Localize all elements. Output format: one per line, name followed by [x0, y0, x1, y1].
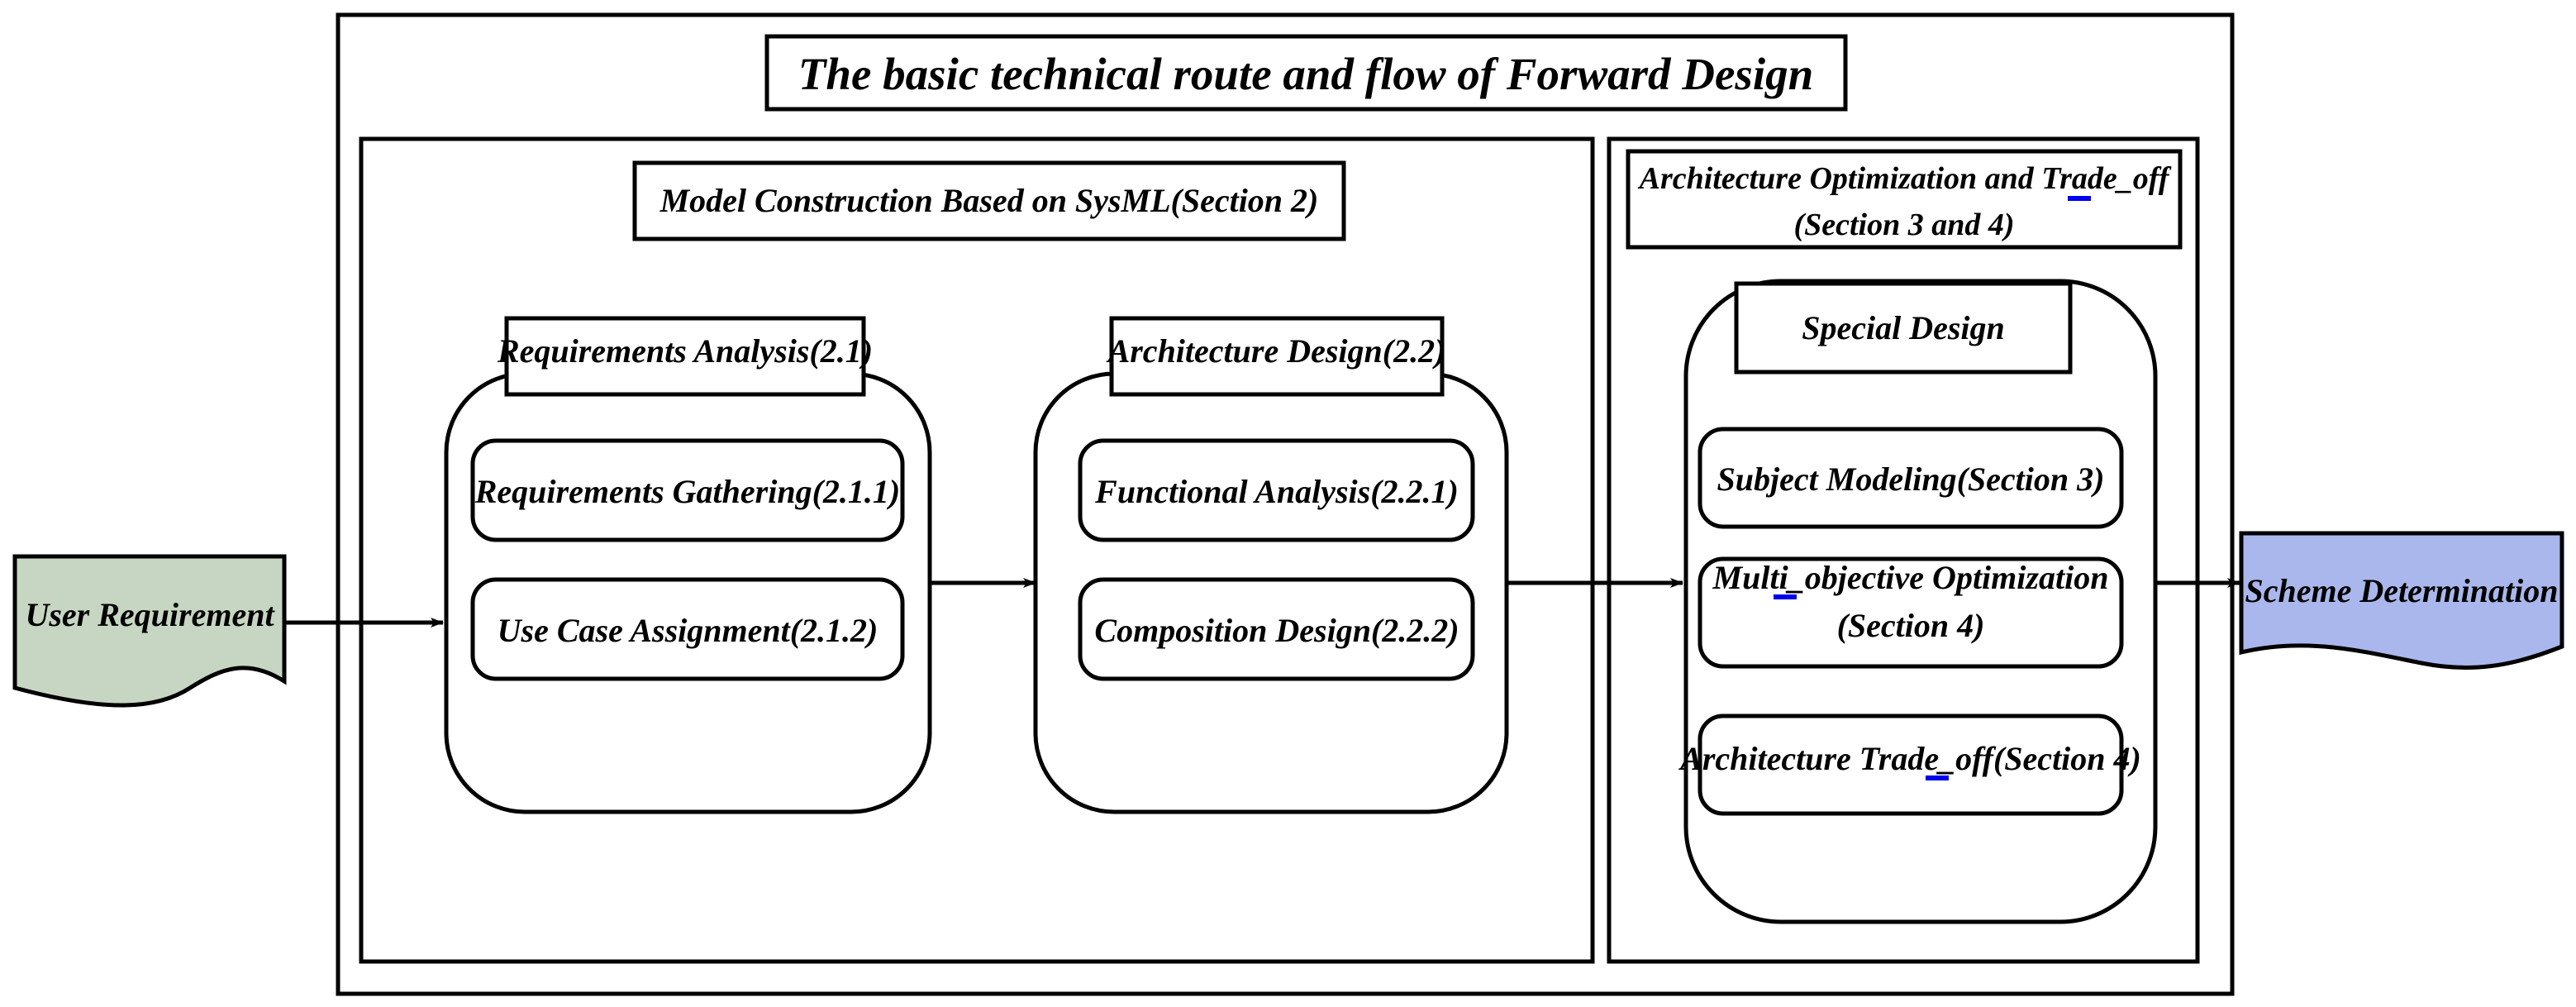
step-multi-objective-optimization-label-line2: (Section 4) [1837, 607, 1985, 644]
step-composition-design [1078, 577, 1475, 681]
group-requirements-analysis-header-label: Requirements Analysis(2.1) [497, 332, 873, 370]
step-requirements-gathering-label: Requirements Gathering(2.1.1) [474, 473, 900, 510]
step-composition-design-label: Composition Design(2.2.2) [1094, 612, 1459, 649]
panel-optimization-header-box [1626, 149, 2183, 250]
node-user-requirement [12, 554, 287, 708]
step-architecture-trade-off-label: Architecture Trade_off(Section 4) [1678, 740, 2141, 777]
group-special-design-header-box [1734, 281, 2073, 375]
panel-optimization-header-underscore-accent [2068, 196, 2091, 201]
node-scheme-determination [2239, 531, 2564, 670]
step-use-case-assignment-label: Use Case Assignment(2.1.2) [498, 612, 879, 649]
page-title: The basic technical route and flow of Fo… [798, 49, 1813, 99]
step-requirements-gathering [470, 438, 905, 542]
step-functional-analysis [1078, 438, 1475, 542]
group-requirements-analysis-header-box [504, 316, 866, 397]
group-architecture-design-header-label: Architecture Design(2.2) [1106, 332, 1446, 370]
step-architecture-trade-off [1697, 713, 2124, 816]
panel-sysml-header-label: Model Construction Based on SysML(Sectio… [659, 182, 1319, 219]
step-multi-objective-underscore-accent [1774, 594, 1797, 599]
panel-optimization-header-line1: Architecture Optimization and Trade_off [1638, 161, 2172, 196]
step-architecture-trade-off-underscore-accent [1926, 776, 1949, 780]
title-box [764, 34, 1848, 112]
panel-optimization [1607, 136, 2200, 964]
node-user-requirement-label: User Requirement [25, 596, 275, 633]
panel-sysml [359, 136, 1595, 964]
panel-optimization-header-line1-text: Architecture Optimization and Trade_off [1638, 161, 2172, 196]
step-subject-modeling [1697, 427, 2124, 529]
group-architecture-design-header-box [1109, 316, 1445, 397]
group-special-design-header-label: Special Design [1802, 309, 2005, 346]
step-multi-objective-optimization-label-line1: Multi_objective Optimization [1712, 559, 2109, 596]
step-multi-objective-optimization [1697, 556, 2124, 669]
step-functional-analysis-label: Functional Analysis(2.2.1) [1094, 473, 1459, 510]
panel-optimization-header-line2: (Section 3 and 4) [1793, 208, 2014, 242]
outer-container [336, 12, 2235, 996]
group-special-design [1683, 279, 2158, 924]
panel-sysml-header-box [632, 160, 1346, 241]
step-use-case-assignment [470, 577, 905, 681]
step-subject-modeling-label: Subject Modeling(Section 3) [1717, 461, 2105, 498]
node-scheme-determination-label: Scheme Determination [2245, 572, 2559, 609]
